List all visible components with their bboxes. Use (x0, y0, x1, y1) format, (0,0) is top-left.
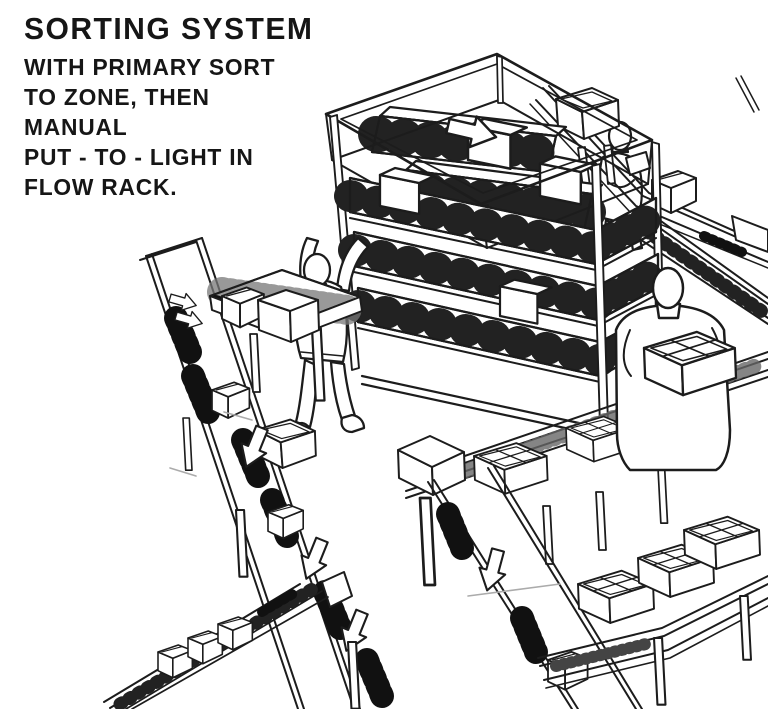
carton (217, 616, 254, 651)
flat-carton (321, 571, 353, 608)
support-leg (182, 417, 193, 472)
open-tote (255, 418, 317, 469)
carton (187, 630, 224, 665)
support-leg (418, 496, 437, 587)
roller-lines (550, 637, 656, 672)
ground-lines (169, 411, 561, 597)
title-line: MANUAL (24, 114, 128, 140)
support-leg (657, 467, 669, 525)
support-leg (234, 508, 249, 578)
carton (211, 381, 251, 419)
put-station (166, 269, 363, 402)
conveyor-lower-right (537, 515, 768, 706)
support-leg (595, 491, 607, 551)
carton (257, 289, 320, 343)
divided-tote (473, 442, 549, 495)
conveyor-junction (397, 435, 466, 587)
title-line: PUT - TO - LIGHT IN (24, 144, 254, 170)
roller-shadow-hatch (257, 587, 301, 617)
flow-arrow (292, 533, 336, 585)
title-line: FLOW RACK. (24, 174, 178, 200)
support-leg (738, 594, 753, 661)
roller-shadow-hatch (699, 231, 747, 257)
side-plate (731, 215, 768, 253)
roller-shadow-hatch (436, 502, 548, 664)
title-line: SORTING SYSTEM (24, 11, 314, 46)
title-line: WITH PRIMARY SORT (24, 54, 276, 80)
title-line: TO ZONE, THEN (24, 84, 210, 110)
conveyor-branch-bottom-left (103, 581, 329, 709)
conveyor-main-left (139, 237, 394, 709)
page-title: SORTING SYSTEM WITH PRIMARY SORT TO ZONE… (24, 10, 313, 202)
worker-foreground (614, 266, 738, 472)
flow-rack (324, 52, 675, 438)
support-leg (652, 636, 667, 706)
